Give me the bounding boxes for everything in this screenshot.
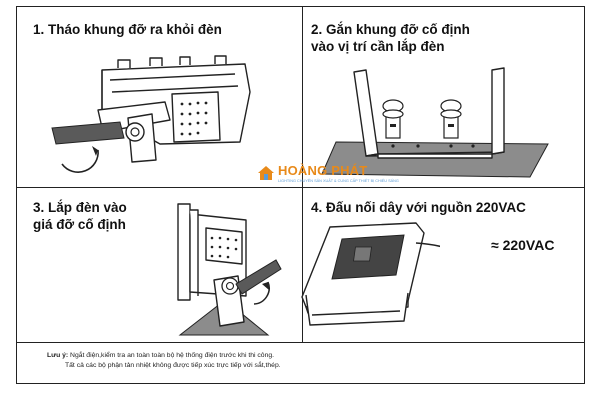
brand-name: HOÀNG PHÁT — [278, 163, 368, 178]
safety-note: Lưu ý: Ngắt điện,kiểm tra an toàn toàn b… — [47, 351, 281, 371]
instruction-frame — [16, 6, 585, 384]
step-3-illustration — [177, 203, 282, 336]
step-1-title: 1. Tháo khung đỡ ra khỏi đèn — [33, 22, 222, 37]
step-3-title: 3. Lắp đèn vào giá đỡ cố định — [33, 200, 127, 232]
house-icon — [258, 166, 274, 180]
brand-logo: HOÀNG PHÁT LIGHTING CHUYÊN SẢN XUẤT & CU… — [256, 163, 399, 193]
safety-note-line-2: Tất cả các bộ phận tản nhiệt không được … — [65, 362, 281, 369]
step-2-title: 2. Gắn khung đỡ cố định vào vị trí cần l… — [311, 22, 470, 54]
step-2-illustration — [321, 67, 549, 178]
note-divider — [16, 342, 585, 343]
step-4-title: 4. Đấu nối dây với nguồn 220VAC — [311, 200, 526, 215]
voltage-label: ≈ 220VAC — [491, 237, 555, 253]
step-1-illustration — [51, 55, 251, 173]
step-4-illustration — [301, 222, 440, 326]
brand-tagline: LIGHTING CHUYÊN SẢN XUẤT & CUNG CẤP THIẾ… — [278, 179, 399, 183]
row-divider — [16, 187, 585, 188]
safety-note-line-1: Lưu ý: Ngắt điện,kiểm tra an toàn toàn b… — [47, 352, 275, 359]
column-divider — [302, 6, 303, 342]
